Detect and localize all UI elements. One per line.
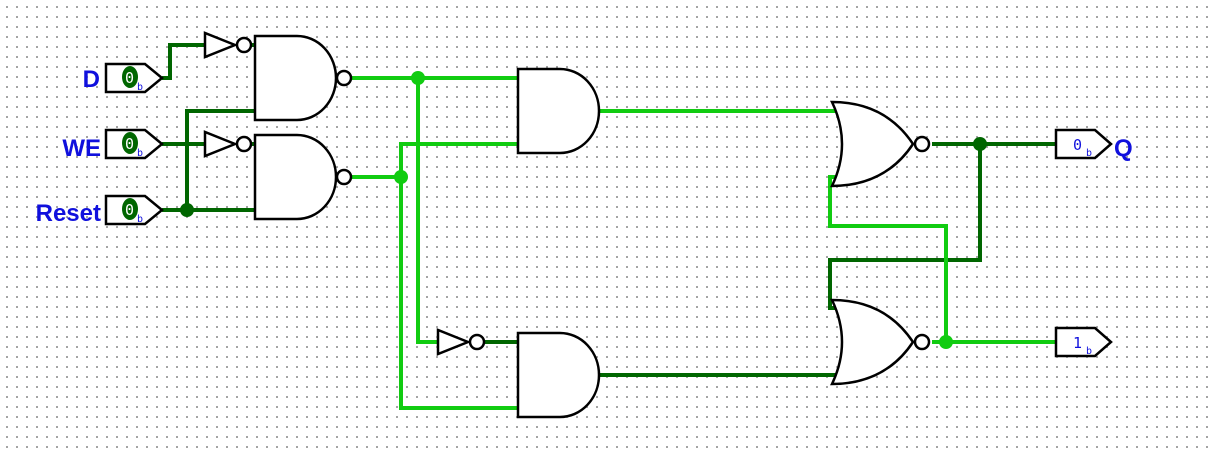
nand-gate-2[interactable] <box>253 133 353 221</box>
input-label-reset: Reset <box>36 200 101 227</box>
input-toggle-d[interactable] <box>122 66 138 88</box>
input-pin-we[interactable]: WE 0 b <box>62 128 164 162</box>
output-suffix-qbar: b <box>1086 346 1092 357</box>
junction-qbar <box>939 335 953 349</box>
wire-qbar-feedback <box>828 175 948 342</box>
and-gate-2[interactable] <box>516 331 601 419</box>
not-gate-1[interactable] <box>203 31 253 59</box>
output-value-q: 0 <box>1073 136 1082 154</box>
input-suffix-d: b <box>137 82 143 93</box>
wire-reset-to-nand1 <box>185 109 255 210</box>
input-label-d: D <box>83 66 100 93</box>
output-label-q: Q <box>1114 135 1133 162</box>
input-suffix-reset: b <box>137 214 143 225</box>
output-value-qbar: 1 <box>1073 334 1082 352</box>
not-gate-2[interactable] <box>203 130 253 158</box>
input-suffix-we: b <box>137 148 143 159</box>
output-pin-qbar[interactable]: 1 b <box>1054 326 1113 358</box>
input-toggle-reset[interactable] <box>122 198 138 220</box>
not-gate-3[interactable] <box>436 328 486 356</box>
nand-gate-1[interactable] <box>253 34 353 122</box>
input-label-we: WE <box>62 135 101 162</box>
input-pin-d[interactable]: D 0 b <box>83 62 164 94</box>
output-suffix-q: b <box>1086 148 1092 159</box>
junction-q <box>973 137 987 151</box>
input-value-we: 0 <box>125 135 134 153</box>
input-value-reset: 0 <box>125 201 134 219</box>
wire-q-feedback <box>828 144 982 310</box>
wire-nand2-down <box>399 177 518 410</box>
wires <box>162 43 1056 410</box>
nor-gate-1[interactable] <box>830 100 931 188</box>
wire-d-to-not <box>162 43 205 80</box>
nor-gate-2[interactable] <box>830 298 931 386</box>
wire-nand1-down <box>416 78 438 344</box>
and-gate-1[interactable] <box>516 67 601 155</box>
input-value-d: 0 <box>125 69 134 87</box>
wire-nand2-up <box>399 142 518 177</box>
output-pin-q[interactable]: 0 b Q <box>1054 128 1133 162</box>
junction-reset <box>180 203 194 217</box>
junctions <box>180 71 987 349</box>
junction-nand1 <box>411 71 425 85</box>
input-toggle-we[interactable] <box>122 132 138 154</box>
junction-nand2 <box>394 170 408 184</box>
input-pin-reset[interactable]: Reset 0 b <box>36 194 164 227</box>
